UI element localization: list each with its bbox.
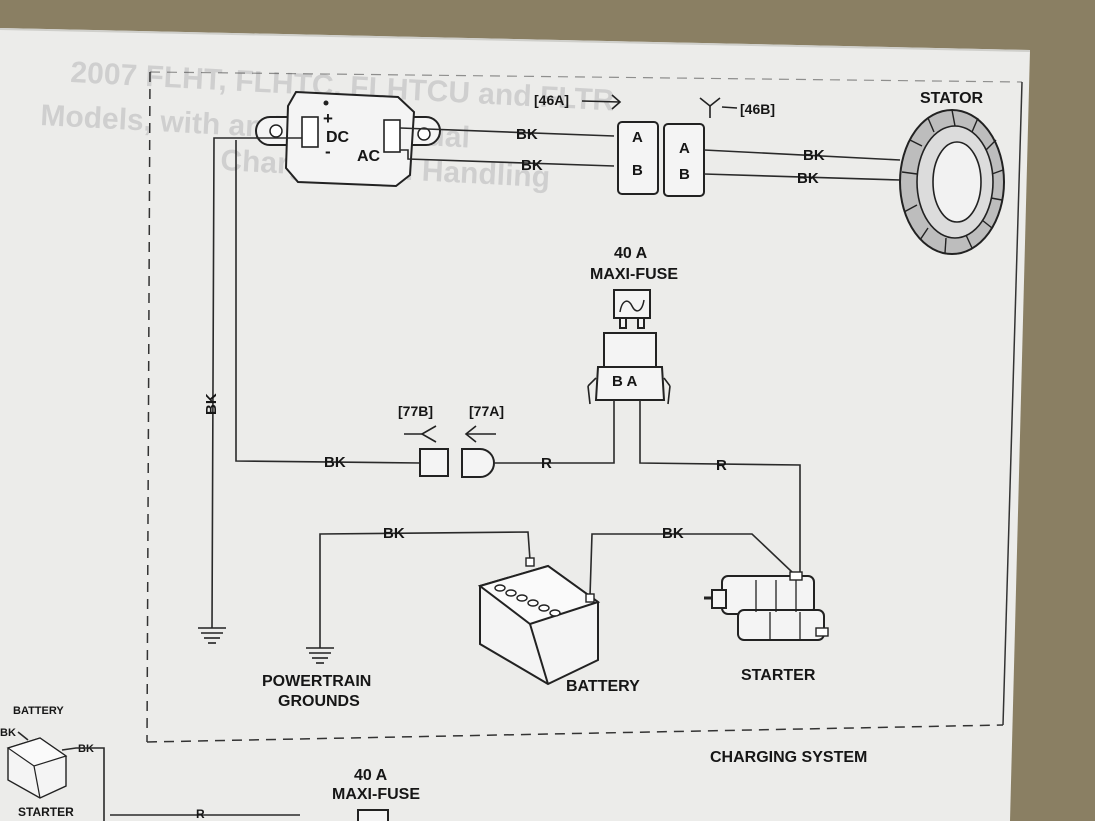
wire-dc-output-bk	[211, 137, 302, 629]
wire-ac-lower-label: BK	[521, 157, 543, 174]
wire-fuse-to-starter-r	[639, 400, 801, 578]
wire-dc-to-77b	[235, 140, 421, 464]
regulator-minus-label: -	[325, 142, 331, 161]
wire-battery-ground-bk	[319, 531, 531, 648]
next-bk-right-label: BK	[78, 743, 94, 755]
wire-stator-upper-label: BK	[803, 147, 825, 164]
powertrain-label-line-2: GROUNDS	[278, 693, 360, 710]
wire-battery-starter-bk-label: BK	[662, 525, 684, 542]
next-maxi-fuse-name: MAXI-FUSE	[332, 786, 420, 803]
maxi-fuse-name-label: MAXI-FUSE	[590, 266, 678, 283]
wire-ac-upper-label: BK	[516, 126, 538, 143]
wire-battery-to-starter-bk	[589, 533, 793, 597]
section-border-top	[149, 71, 1023, 83]
next-maxi-fuse-icon	[357, 809, 389, 821]
connector-46b-pin-a: A	[679, 140, 690, 157]
connector-46a-pin-b: B	[632, 162, 643, 179]
connector-46b-label: [46B]	[740, 101, 775, 117]
connector-77a-arrow-icon	[464, 425, 496, 443]
next-wire-bk	[17, 731, 29, 741]
next-battery-icon	[6, 737, 68, 799]
wire-stator-lower	[703, 173, 901, 181]
regulator-plus-label: +	[323, 109, 333, 128]
wire-77b-bk-label: BK	[324, 454, 346, 471]
section-border-left	[146, 71, 151, 743]
battery-label: BATTERY	[566, 678, 640, 695]
stator-label: STATOR	[920, 90, 984, 107]
wire-77a-r-label: R	[541, 455, 552, 472]
regulator-mount-hole-right	[417, 127, 431, 141]
connector-46b: A B	[663, 123, 705, 197]
section-border-bottom	[146, 724, 1004, 743]
powertrain-ground-icon	[306, 647, 334, 664]
starter-icon	[704, 571, 829, 641]
maxi-fuse-holder-pins: B A	[612, 373, 637, 390]
next-wire-r-label: R	[196, 807, 205, 821]
connector-46b-pin-b: B	[679, 166, 690, 183]
wire-ground-bk-label: BK	[383, 525, 405, 542]
battery-icon	[477, 557, 601, 686]
regulator-dot	[323, 100, 329, 106]
stator-icon	[899, 109, 1005, 255]
regulator-dc-label: DC	[326, 129, 350, 146]
wire-dc-vertical-label: BK	[203, 393, 220, 415]
maxi-fuse-icon	[613, 289, 651, 329]
connector-77b-label: [77B]	[398, 403, 433, 419]
next-battery-label: BATTERY	[13, 705, 64, 717]
starter-label: STARTER	[741, 667, 816, 684]
paper-sheet	[0, 28, 1030, 821]
next-wire-bk-right	[61, 747, 105, 821]
next-starter-label: STARTER	[18, 805, 74, 819]
connector-46a-label: [46A]	[534, 92, 569, 108]
connector-77b	[419, 448, 449, 477]
connector-77a-label: [77A]	[469, 403, 504, 419]
wire-ac-upper	[399, 127, 615, 137]
connector-77b-fork-icon	[404, 425, 437, 443]
regulator-ground-icon	[198, 627, 226, 644]
wire-ac-lower	[400, 149, 615, 167]
regulator-ac-socket	[383, 119, 401, 153]
connector-77a	[461, 448, 495, 478]
regulator-dc-socket	[301, 116, 319, 148]
regulator-mount-hole-left	[269, 124, 283, 138]
next-bk-left-label: BK	[0, 727, 16, 739]
paper-shadow	[0, 28, 1030, 52]
powertrain-label-line-1: POWERTRAIN	[262, 673, 371, 690]
connector-46a: A B	[617, 121, 659, 195]
section-border-right	[1002, 81, 1023, 726]
maxi-fuse-holder: B A	[587, 332, 671, 405]
connector-46a-pin-a: A	[632, 129, 643, 146]
regulator-body	[284, 90, 416, 188]
regulator-ac-label: AC	[357, 148, 381, 165]
connector-46b-fork-icon	[699, 97, 738, 118]
wire-77a-to-fuse-r	[494, 400, 615, 464]
maxi-fuse-rating-label: 40 A	[614, 245, 648, 262]
wire-stator-lower-label: BK	[797, 170, 819, 187]
wire-stator-upper	[703, 149, 901, 161]
wire-starter-r-label: R	[716, 457, 727, 474]
section-title: CHARGING SYSTEM	[710, 749, 867, 766]
next-maxi-fuse-rating: 40 A	[354, 767, 388, 784]
connector-46a-arrow-icon	[581, 94, 622, 110]
